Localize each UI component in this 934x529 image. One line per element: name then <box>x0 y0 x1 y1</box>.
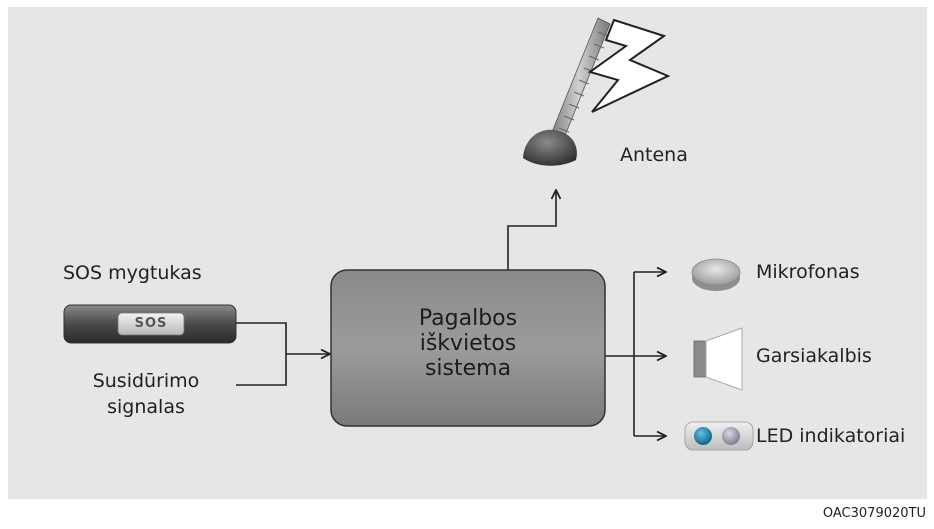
connector-lines <box>236 190 666 436</box>
speaker-label: Garsiakalbis <box>756 345 872 367</box>
crash-signal-label: Susidūrimo signalas <box>48 368 244 420</box>
sos-title: SOS mygtukas <box>63 262 202 284</box>
antenna-label: Antena <box>620 144 688 166</box>
lightning-icon <box>587 18 671 113</box>
system-label-line-3: sistema <box>424 356 512 381</box>
crash-signal-connector <box>236 354 287 386</box>
speaker-icon <box>693 327 743 391</box>
crash-signal-line-2: signalas <box>107 396 185 418</box>
sos-button[interactable]: SOS <box>134 316 168 331</box>
antenna-icon <box>523 17 611 166</box>
antenna-arrow <box>507 190 556 270</box>
system-label-line-2: iškvietos <box>419 331 517 356</box>
image-code: OAC3079020TU <box>822 506 926 521</box>
sos-connector <box>236 322 287 354</box>
led-indicator-icon <box>684 421 754 451</box>
sos-button-icon <box>63 304 237 344</box>
microphone-label: Mikrofonas <box>756 261 860 283</box>
system-box <box>330 269 606 427</box>
microphone-icon <box>691 258 741 291</box>
system-label: Pagalbos iškvietos sistema <box>332 306 604 381</box>
crash-signal-line-1: Susidūrimo <box>92 370 200 392</box>
system-label-line-1: Pagalbos <box>418 306 518 331</box>
led-indicator-label: LED indikatoriai <box>756 425 906 447</box>
